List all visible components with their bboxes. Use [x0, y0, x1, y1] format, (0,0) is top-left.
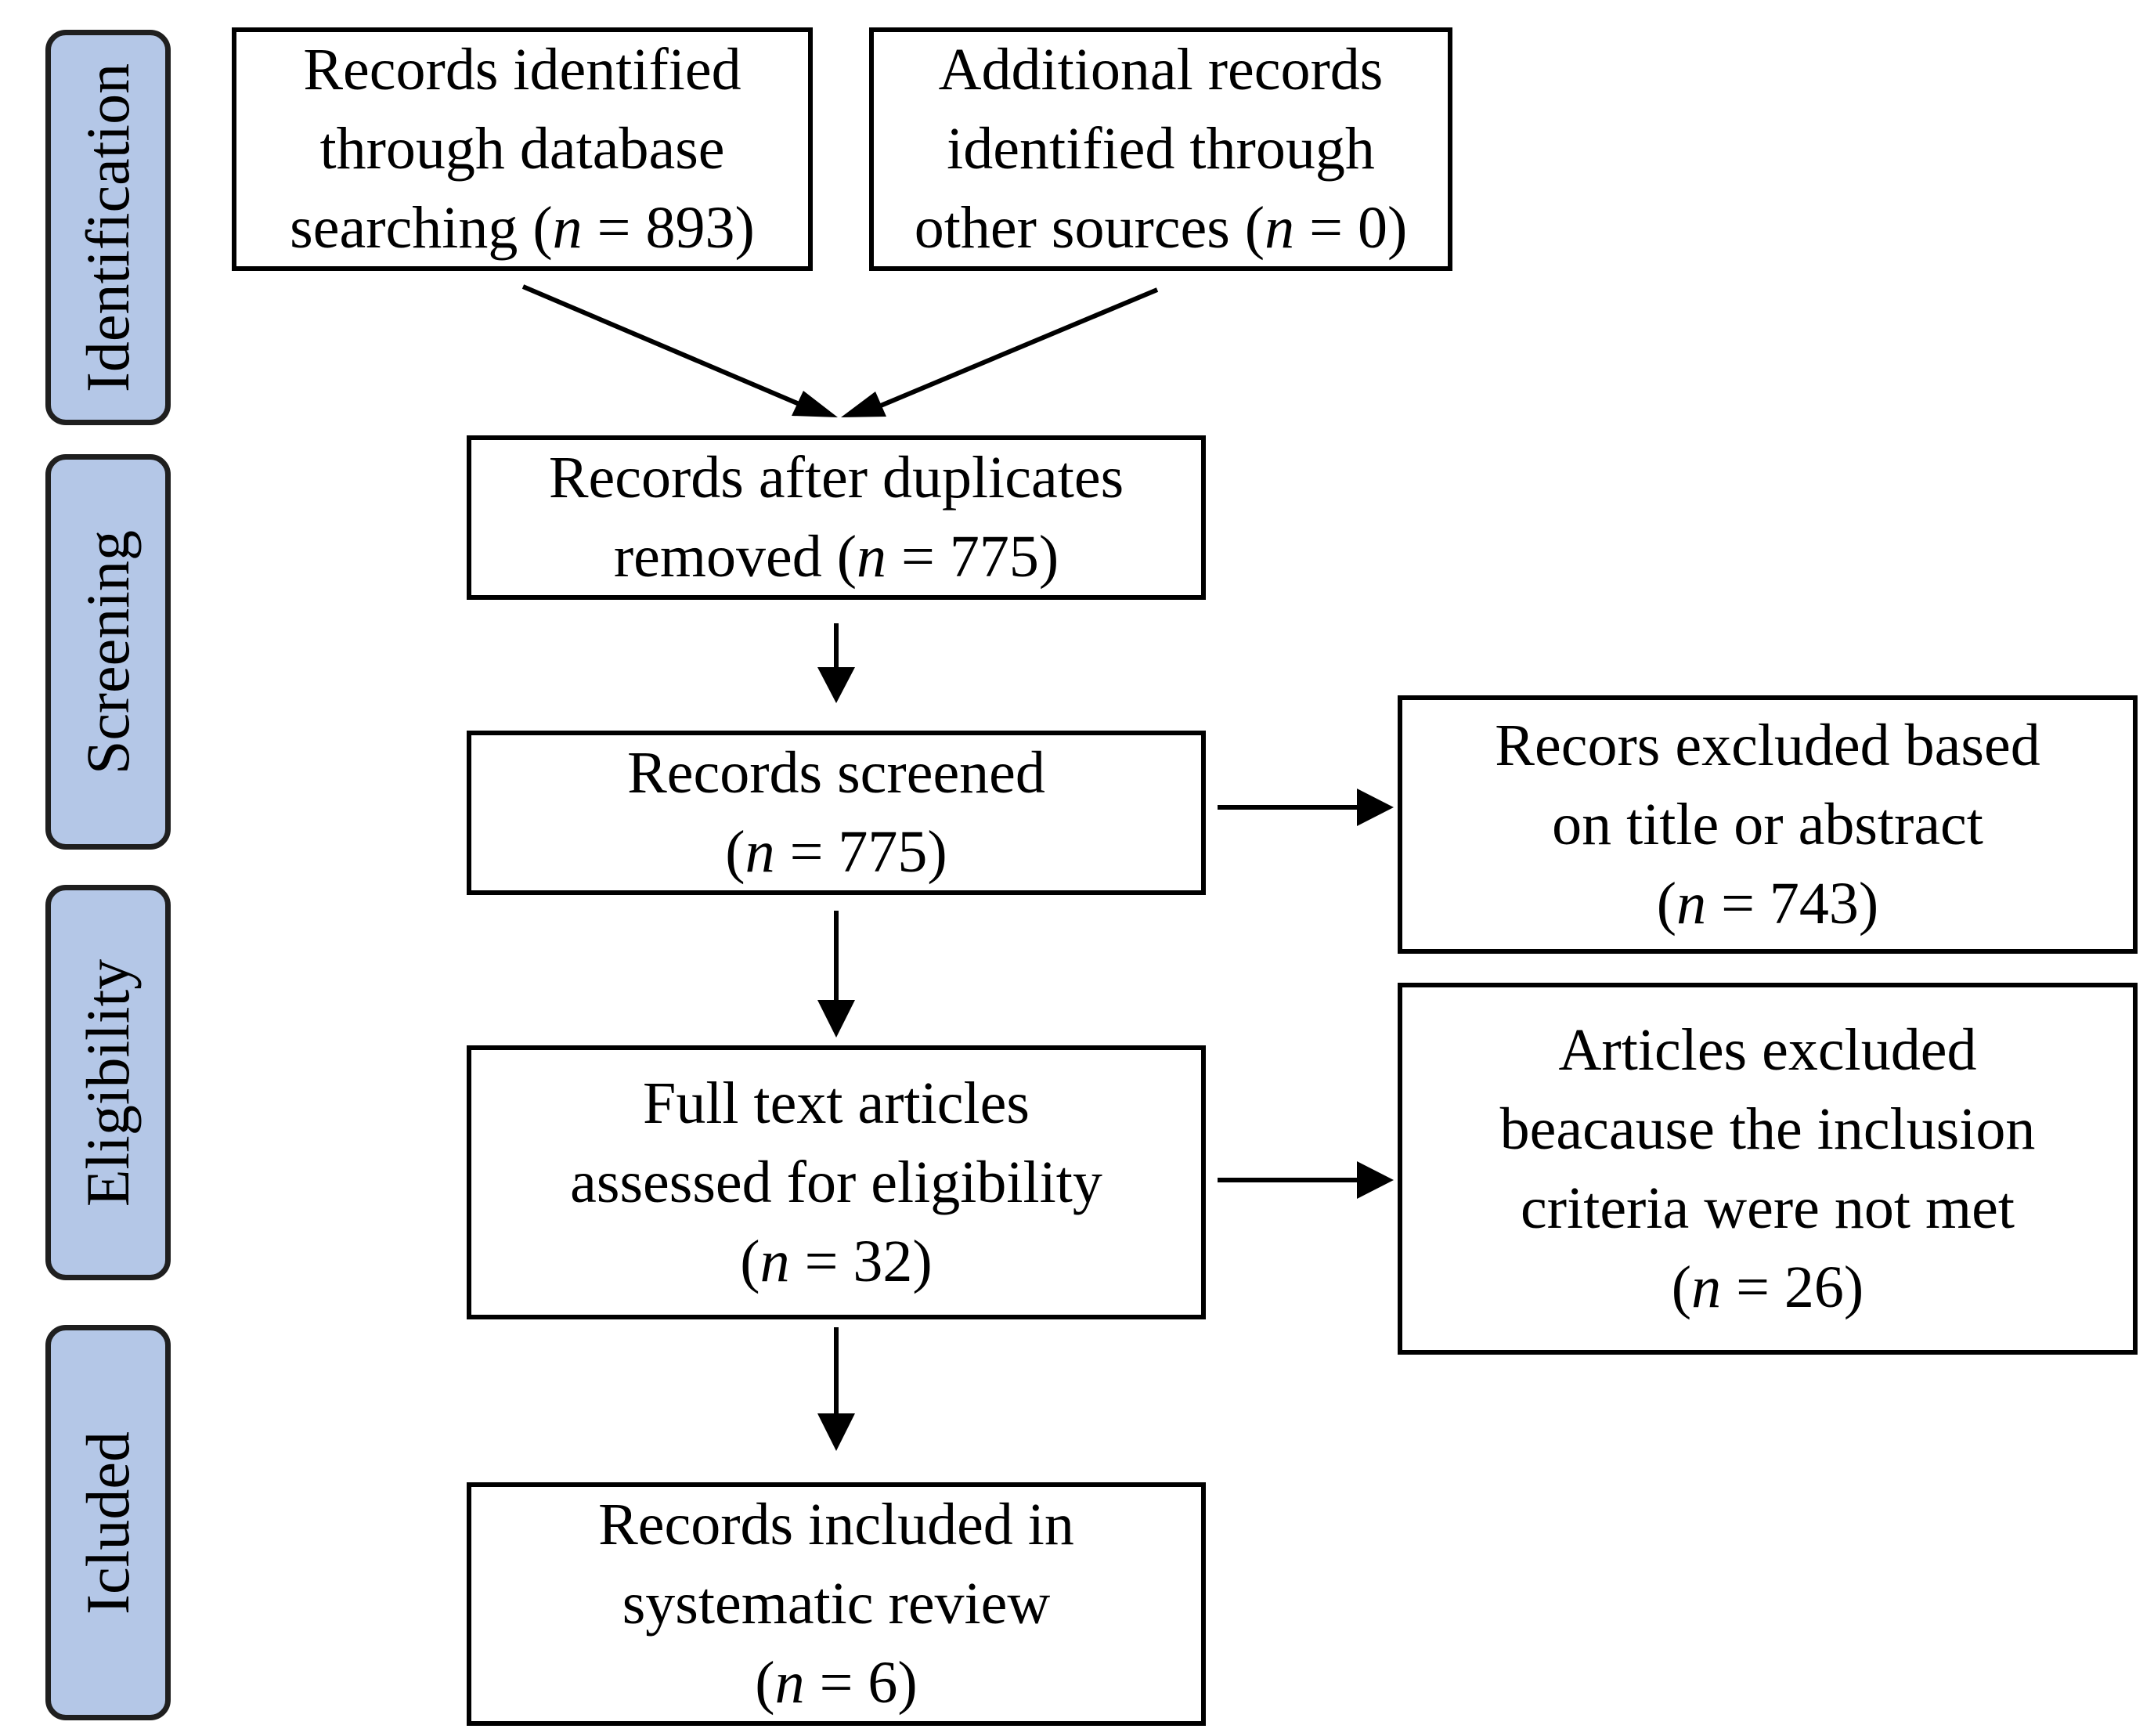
- arrowhead: [792, 391, 838, 417]
- box-excluded-criteria: Articles excluded beacause the inclusion…: [1398, 983, 2138, 1355]
- box-text: beacause the inclusion: [1499, 1095, 2036, 1162]
- box-excluded-title: Recors excluded based on title or abstra…: [1398, 695, 2138, 954]
- arrowhead: [841, 392, 886, 417]
- box-full-text: Full text articles assessed for eligibil…: [467, 1045, 1206, 1319]
- box-count: (n = 6): [755, 1650, 918, 1716]
- box-database-records: Records identified through database sear…: [232, 27, 813, 271]
- box-count: other sources (n = 0): [914, 195, 1408, 261]
- box-count: searching (n = 893): [290, 195, 755, 261]
- box-text: assessed for eligibility: [570, 1149, 1102, 1215]
- box-text: Records after duplicates: [548, 445, 1124, 511]
- box-other-records: Additional records identified through ot…: [869, 27, 1452, 271]
- box-text: through database: [319, 116, 725, 182]
- box-screened: Records screened (n = 775): [467, 731, 1206, 895]
- box-text: Records screened: [627, 740, 1045, 806]
- box-text: on title or abstract: [1552, 791, 1983, 857]
- stage-eligibility: Eligibility: [45, 885, 171, 1280]
- box-count: (n = 743): [1656, 870, 1879, 937]
- box-text: criteria were not met: [1521, 1175, 2015, 1241]
- box-after-duplicates: Records after duplicates removed (n = 77…: [467, 435, 1206, 600]
- box-text: Articles excluded: [1558, 1016, 1977, 1083]
- arrowhead: [1357, 1161, 1394, 1199]
- box-text: Full text articles: [643, 1070, 1030, 1136]
- box-count: (n = 32): [740, 1228, 933, 1294]
- arrowhead: [1357, 789, 1394, 826]
- box-text: systematic review: [622, 1571, 1051, 1637]
- box-count: removed (n = 775): [613, 524, 1059, 590]
- stage-included: Icluded: [45, 1325, 171, 1720]
- box-included: Records included in systematic review (n…: [467, 1482, 1206, 1726]
- box-text: Additional records: [938, 37, 1384, 103]
- box-text: identified through: [947, 116, 1375, 182]
- box-count: (n = 775): [725, 819, 947, 885]
- box-text: Recors excluded based: [1495, 712, 2040, 778]
- arrow-database-to-duplicates: [521, 284, 808, 410]
- box-text: Records identified: [303, 37, 741, 103]
- box-text: Records included in: [598, 1492, 1074, 1557]
- arrowhead: [817, 1000, 855, 1038]
- box-count: (n = 26): [1671, 1254, 1864, 1320]
- arrowhead: [817, 667, 855, 703]
- stage-screening: Screening: [45, 454, 171, 850]
- arrow-other-to-duplicates: [875, 287, 1159, 410]
- stage-identification: Identification: [45, 30, 171, 425]
- arrowhead: [817, 1413, 855, 1451]
